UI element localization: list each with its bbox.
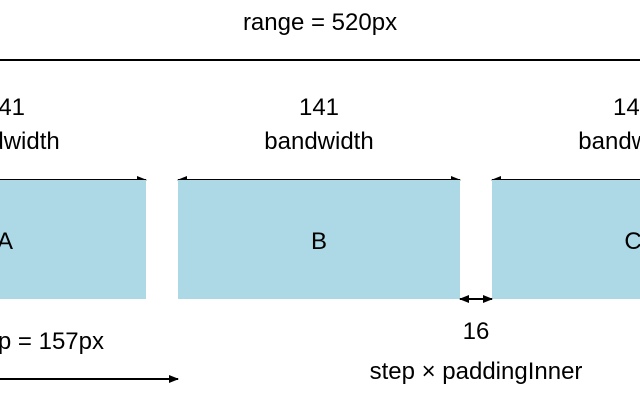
band-a-group: 141 bandwidth A <box>0 94 147 299</box>
band-b-bandwidth-label: bandwidth <box>264 128 373 155</box>
band-a-width-label: 141 <box>0 94 25 121</box>
band-c-width-label: 141 <box>613 94 640 121</box>
band-b-label: B <box>311 228 327 255</box>
padding-inner-value: 16 <box>463 318 490 345</box>
band-b-group: 141 bandwidth B <box>177 94 461 299</box>
band-c-bandwidth-label: bandwidth <box>578 128 640 155</box>
range-label: range = 520px <box>243 9 397 36</box>
band-a-bandwidth-label: bandwidth <box>0 128 60 155</box>
step-label: step = 157px <box>0 328 104 355</box>
padding-inner-caption: step × paddingInner <box>370 358 583 385</box>
band-c-group: 141 bandwidth C <box>491 94 640 299</box>
band-b <box>178 180 460 299</box>
step-group: step = 157px <box>0 328 179 383</box>
band-c-label: C <box>624 228 640 255</box>
padding-inner-group: 16 step × paddingInner <box>370 295 583 385</box>
band-a-label: A <box>0 228 13 255</box>
band-a <box>0 180 146 299</box>
band-b-width-label: 141 <box>299 94 339 121</box>
band-c <box>492 180 640 299</box>
